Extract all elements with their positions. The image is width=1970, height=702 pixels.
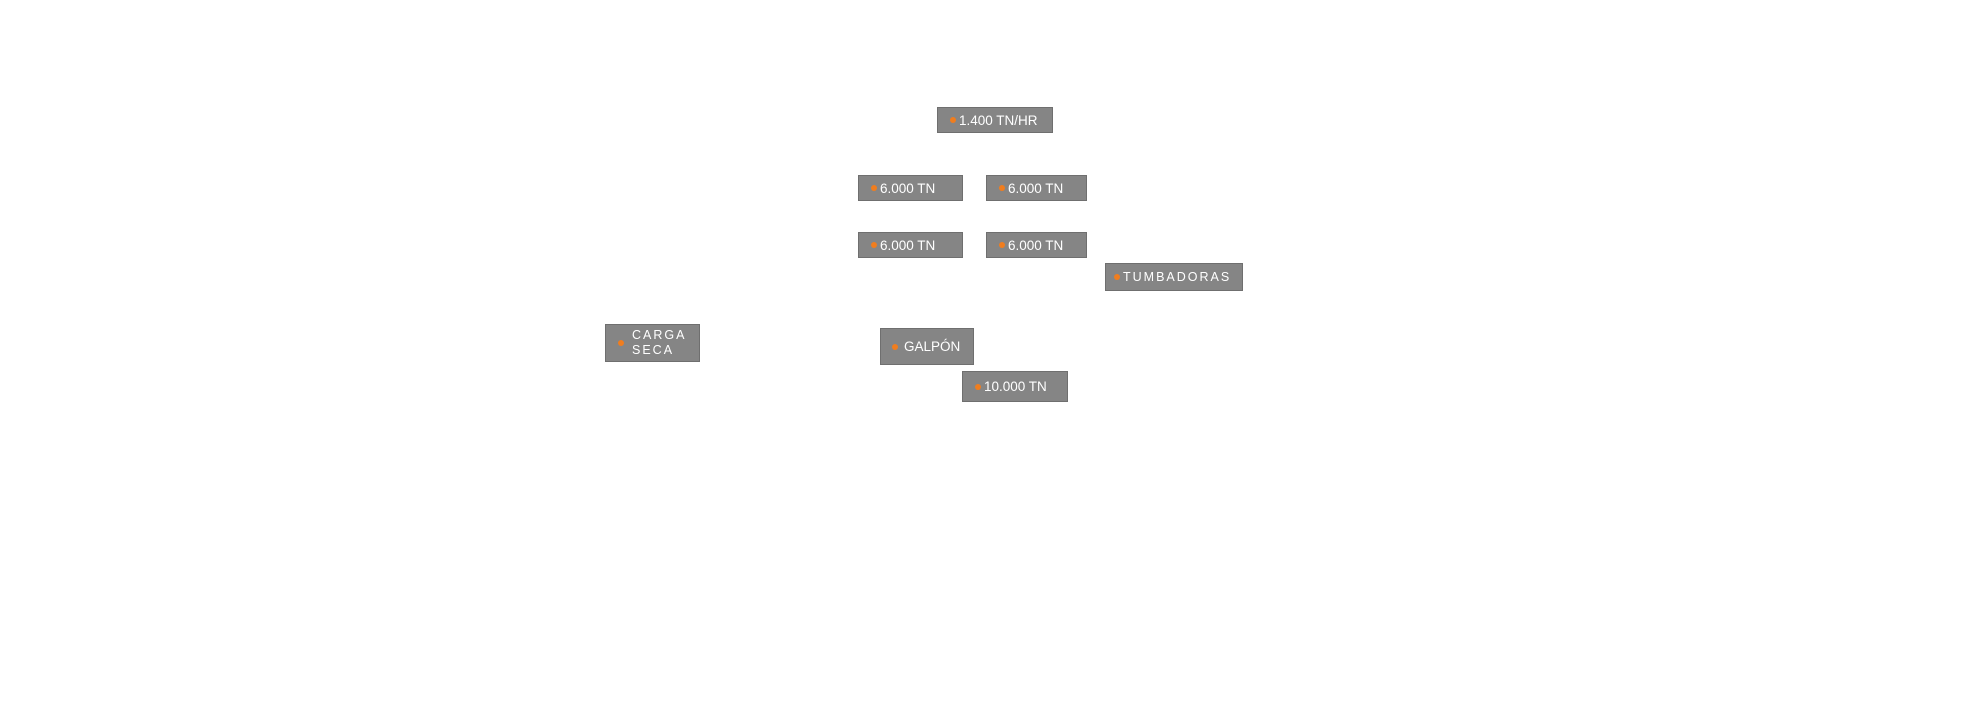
hotspot-silo-2[interactable]: 6.000 TN (986, 175, 1087, 201)
hotspot-label: CARGA SECA (632, 328, 686, 358)
hotspot-dot-icon (618, 340, 624, 346)
hotspot-dot-icon (871, 185, 877, 191)
hotspot-silo-3[interactable]: 6.000 TN (858, 232, 963, 258)
hotspot-silo-4[interactable]: 6.000 TN (986, 232, 1087, 258)
hotspot-label: 1.400 TN/HR (959, 112, 1038, 128)
hotspot-dot-icon (999, 242, 1005, 248)
hotspot-label: 6.000 TN (880, 180, 936, 196)
hotspot-dot-icon (1114, 274, 1120, 280)
hotspot-tumbadoras[interactable]: TUMBADORAS (1105, 263, 1243, 291)
hotspot-galpon[interactable]: GALPÓN (880, 328, 974, 365)
hotspot-dot-icon (950, 117, 956, 123)
hotspot-label: TUMBADORAS (1123, 269, 1232, 284)
hotspot-dot-icon (975, 383, 981, 390)
hotspot-label-line-1: CARGA (632, 328, 687, 342)
hotspot-label: GALPÓN (904, 339, 961, 354)
hotspot-label: 6.000 TN (1008, 180, 1064, 196)
hotspot-carga-seca[interactable]: CARGA SECA (605, 324, 700, 362)
hotspot-label: 10.000 TN (984, 379, 1047, 394)
hotspot-label: 6.000 TN (1008, 237, 1064, 253)
hotspot-silo-1[interactable]: 6.000 TN (858, 175, 963, 201)
hotspot-galpon-capacity[interactable]: 10.000 TN (962, 371, 1068, 402)
hotspot-dot-icon (892, 343, 898, 350)
hotspot-throughput[interactable]: 1.400 TN/HR (937, 107, 1053, 133)
hotspot-label-line-2: SECA (632, 343, 675, 357)
hotspot-dot-icon (999, 185, 1005, 191)
hotspot-label: 6.000 TN (880, 237, 936, 253)
hotspot-dot-icon (871, 242, 877, 248)
